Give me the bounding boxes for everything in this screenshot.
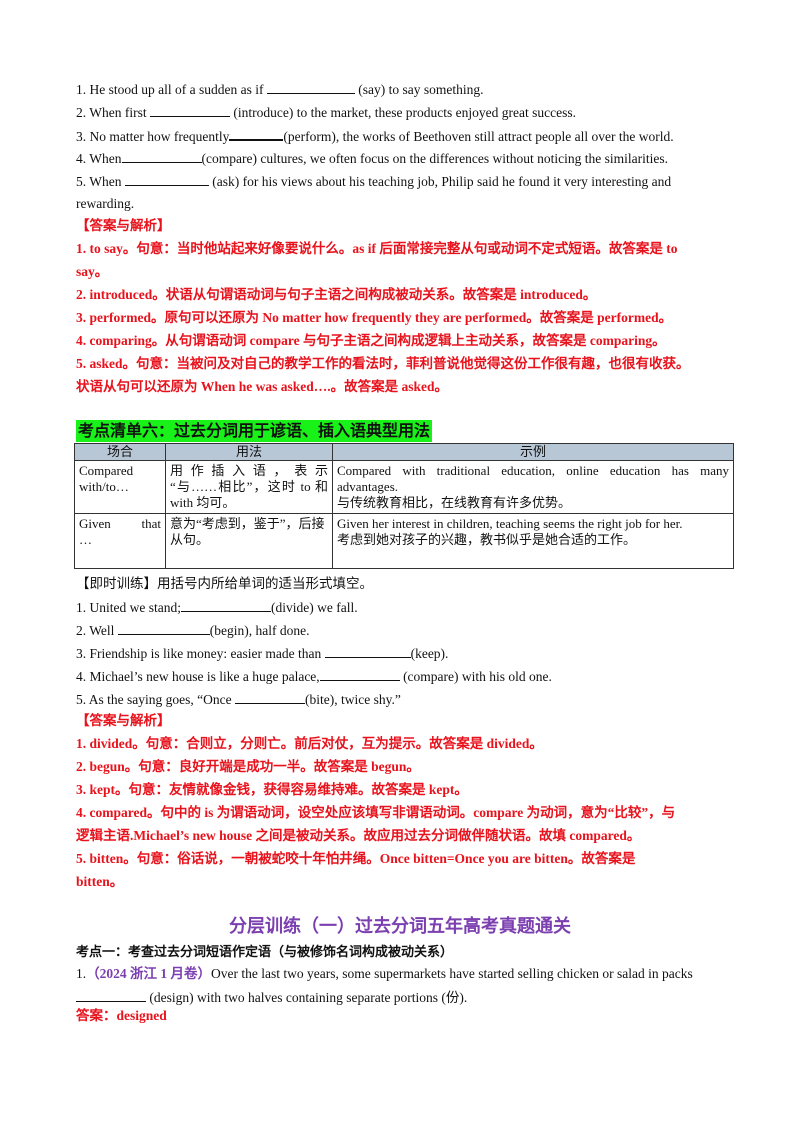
practice-4: 4. Michael’s new house is like a huge pa…: [76, 667, 552, 684]
table-cell: 用 作 插 入 语 ， 表 示 “与……相比”，这时 to 和 with 均可。: [165, 460, 333, 514]
exercise-4: 4. When(compare) cultures, we often focu…: [76, 149, 668, 166]
answer-blank[interactable]: [124, 172, 209, 186]
answer-1: 1. to say。句意：当时他站起来好像要说什么。as if 后面常接完整从句…: [76, 241, 678, 256]
answer-blank[interactable]: [266, 80, 355, 94]
answer-blank[interactable]: [234, 690, 305, 704]
practice-instructions: 【即时训练】用括号内所给单词的适当形式填空。: [76, 576, 373, 591]
answer-1-cont: say。: [76, 264, 109, 279]
table-row: Compared with/to… 用 作 插 入 语 ， 表 示 “与……相比…: [74, 460, 734, 514]
answer-blank[interactable]: [117, 621, 210, 635]
exercise-3: 3. No matter how frequently(perform), th…: [76, 126, 724, 146]
answer-2: 2. introduced。状语从句谓语动词与句子主语之间构成被动关系。故答案是…: [76, 287, 597, 302]
exercise-2: 2. When first (introduce) to the market,…: [76, 103, 577, 120]
table-header-row: 场合 用法 示例: [74, 443, 734, 461]
exam-question-1-cont: (design) with two halves containing sepa…: [76, 988, 724, 1007]
table-cell: Compared with traditional education, onl…: [332, 460, 734, 514]
table-cell: Given that …: [74, 513, 166, 569]
exercise-1: 1. He stood up all of a sudden as if (sa…: [76, 80, 484, 97]
section-title: 分层训练（一）过去分词五年高考真题通关: [229, 916, 571, 937]
answer-blank[interactable]: [76, 988, 146, 1002]
table-row: Given that … 意为“考虑到，鉴于”，后接从句。 Given her …: [74, 513, 734, 569]
exam-answer: 答案：designed: [76, 1008, 167, 1023]
answer-blank[interactable]: [229, 126, 284, 141]
table-cell: Compared with/to…: [74, 460, 166, 514]
exercise-5-cont: rewarding.: [76, 196, 135, 211]
table-header: 示例: [332, 443, 734, 461]
practice-5: 5. As the saying goes, “Once (bite), twi…: [76, 690, 401, 707]
answer-blank[interactable]: [121, 149, 202, 163]
section-heading: 考点清单六：过去分词用于谚语、插入语典型用法: [76, 420, 433, 442]
answer-3: 3. performed。原句可以还原为 No matter how frequ…: [76, 310, 673, 325]
exam-question-1: 1.（2024 浙江 1 月卷）Over the last two years,…: [76, 966, 693, 981]
answer-3: 3. kept。句意：友情就像金钱，获得容易维持难。故答案是 kept。: [76, 782, 468, 797]
answer-4: 4. comparing。从句谓语动词 compare 与句子主语之间构成逻辑上…: [76, 333, 666, 348]
answer-blank[interactable]: [150, 103, 230, 117]
table-cell: 意为“考虑到，鉴于”，后接从句。: [165, 513, 333, 569]
answer-2: 2. begun。句意：良好开端是成功一半。故答案是 begun。: [76, 759, 420, 774]
answer-blank[interactable]: [319, 667, 400, 681]
answer-1: 1. divided。句意：合则立，分则亡。前后对仗，互为提示。故答案是 div…: [76, 736, 543, 751]
answer-5-cont: 状语从句可以还原为 When he was asked….。故答案是 asked…: [76, 379, 449, 394]
answer-heading: 【答案与解析】: [76, 713, 171, 728]
answer-5: 5. bitten。句意：俗话说，一朝被蛇咬十年怕井绳。Once bitten=…: [76, 851, 636, 866]
table-header: 用法: [165, 443, 333, 461]
practice-2: 2. Well (begin), half done.: [76, 621, 310, 638]
answer-4: 4. compared。句中的 is 为谓语动词，设空处应该填写非谓语动词。co…: [76, 805, 676, 820]
practice-1: 1. United we stand;(divide) we fall.: [76, 598, 358, 615]
point-heading: 考点一：考查过去分词短语作定语（与被修饰名词构成被动关系）: [76, 945, 454, 960]
answer-blank[interactable]: [324, 644, 411, 658]
answer-blank[interactable]: [180, 598, 271, 612]
practice-3: 3. Friendship is like money: easier made…: [76, 644, 449, 661]
answer-4-cont: 逻辑主语.Michael’s new house 之间是被动关系。故应用过去分词…: [76, 828, 641, 843]
table-header: 场合: [74, 443, 166, 461]
table-cell: Given her interest in children, teaching…: [332, 513, 734, 569]
usage-table: 场合 用法 示例 Compared with/to… 用 作 插 入 语 ， 表…: [74, 443, 734, 569]
answer-5: 5. asked。句意：当被问及对自己的教学工作的看法时，菲利普说他觉得这份工作…: [76, 356, 690, 371]
source-label: （2024 浙江 1 月卷）: [86, 966, 211, 981]
answer-5-cont: bitten。: [76, 874, 124, 889]
exercise-5: 5. When (ask) for his views about his te…: [76, 172, 672, 189]
answer-heading: 【答案与解析】: [76, 218, 171, 233]
